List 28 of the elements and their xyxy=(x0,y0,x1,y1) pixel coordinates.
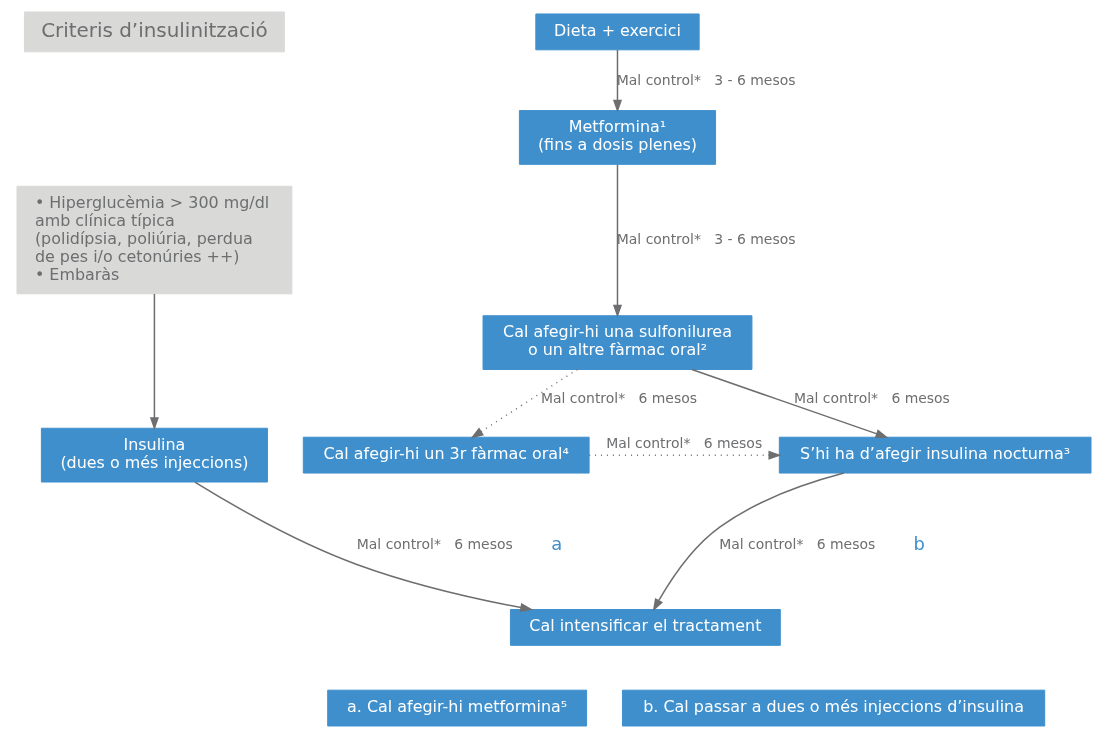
node-box: a. Cal afegir-hi metformina⁵ xyxy=(326,689,587,727)
edge-label: Mal control* 3 - 6 mesos xyxy=(616,71,795,88)
node-box: Insulina (dues o més injeccions) xyxy=(40,427,268,483)
arrow xyxy=(612,49,622,113)
node-box: Cal afegir-hi un 3r fàrmac oral⁴ xyxy=(302,436,590,474)
node-box: Cal intensificar el tractament xyxy=(509,609,781,646)
edge-label: Mal control* 6 mesos xyxy=(605,435,762,452)
arrow xyxy=(193,481,533,612)
label: a xyxy=(550,533,562,555)
arrow xyxy=(588,450,781,460)
arrow xyxy=(612,163,622,318)
arrow xyxy=(470,368,578,439)
node-box: Criteris d’insulinització xyxy=(23,11,285,53)
node-box: S’hi ha d’afegir insulina nocturna³ xyxy=(778,436,1091,474)
node-box: Cal afegir-hi una sulfonilurea o un altre fàrmac oral² xyxy=(482,315,752,370)
node-box: Dieta + exercici xyxy=(534,13,700,51)
arrow xyxy=(149,293,159,431)
edge-label: Mal control* 6 mesos xyxy=(718,536,875,553)
node-box: Metformina¹ (fins a dosis plenes) xyxy=(518,110,716,165)
edge-label: Mal control* 3 - 6 mesos xyxy=(616,230,795,247)
node-box: b. Cal passar a dues o més injeccions d’insulina xyxy=(621,689,1045,727)
edge-label: Mal control* 6 mesos xyxy=(793,389,950,406)
node-box: • Hiperglucèmia > 300 mg/dl amb clínica típica (polidípsia, poliúria, perdua de pes i/o cetonúries ++) • Embaràs xyxy=(16,185,292,295)
edge-label: Mal control* 6 mesos xyxy=(540,389,697,406)
label: b xyxy=(913,533,925,555)
arrow xyxy=(690,368,888,438)
arrow xyxy=(652,472,845,612)
edge-label: Mal control* 6 mesos xyxy=(356,536,513,553)
